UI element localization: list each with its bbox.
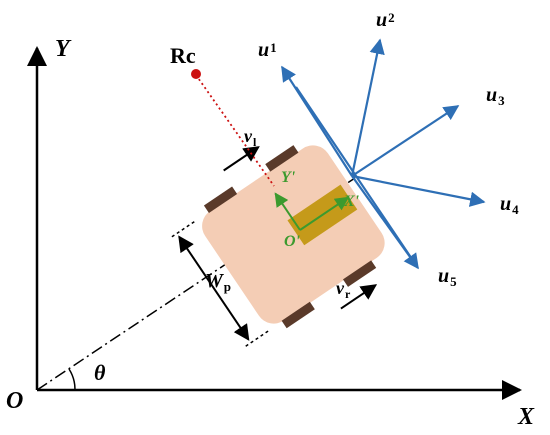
direction-u5-label: u5: [438, 265, 457, 289]
velocity-right-arrow: [340, 284, 378, 310]
angle-theta-label: θ: [94, 360, 106, 385]
width-label: Wp: [205, 270, 231, 294]
direction-u4-label: u4: [500, 193, 519, 217]
velocity-left-label: vl: [244, 126, 257, 149]
local-origin-label: O': [284, 233, 301, 250]
velocity-left-arrow: [223, 146, 260, 172]
origin-label: O: [6, 388, 23, 414]
rotation-center-label: Rc: [170, 43, 196, 68]
local-y-arrow: [274, 192, 301, 231]
wheel-right-rear: [281, 301, 315, 329]
rc-dotted-line: [195, 74, 275, 187]
rotation-center-dot: [191, 69, 201, 79]
direction-u1-label: u1: [258, 39, 277, 61]
wheel-right-front: [342, 260, 377, 287]
width-dim-bottom-ext: [245, 329, 270, 347]
local-x-arrow: [299, 196, 350, 231]
robot: [171, 145, 385, 347]
wheel-left-front: [265, 145, 299, 172]
direction-u4-arrow: [351, 174, 486, 207]
direction-u1-arrow: [281, 65, 353, 177]
direction-u3-label: u3: [486, 84, 505, 108]
x-axis-label: X: [517, 404, 535, 430]
angle-arc: [68, 368, 76, 391]
direction-u2-arrow: [350, 38, 385, 177]
wheel-left-rear: [203, 186, 238, 214]
local-y-label: Y': [281, 169, 296, 186]
local-x-label: X': [343, 193, 360, 210]
direction-u2-label: u2: [376, 9, 395, 31]
width-dim-top-ext: [171, 220, 196, 238]
direction-u3-arrow: [351, 105, 460, 177]
width-dimension-arrow: [178, 235, 250, 341]
y-axis-label: Y: [55, 36, 72, 62]
velocity-right-label: vr: [336, 278, 351, 301]
direction-u5-arrow: [351, 175, 419, 270]
